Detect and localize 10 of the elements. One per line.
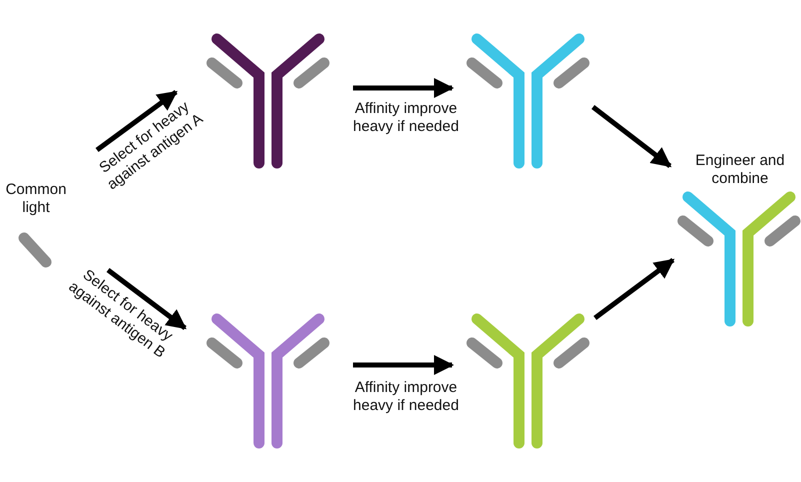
arrow	[106, 268, 187, 330]
arrow	[353, 78, 454, 98]
node-label: Common light	[4, 181, 68, 217]
arrow	[594, 258, 675, 320]
arrow	[591, 105, 672, 168]
edge-label: Affinity improve heavy if needed	[352, 100, 460, 136]
edge-label: Affinity improve heavy if needed	[352, 379, 460, 415]
node-label: Engineer and combine	[694, 152, 786, 188]
arrow	[96, 90, 178, 152]
arrow	[353, 355, 454, 375]
